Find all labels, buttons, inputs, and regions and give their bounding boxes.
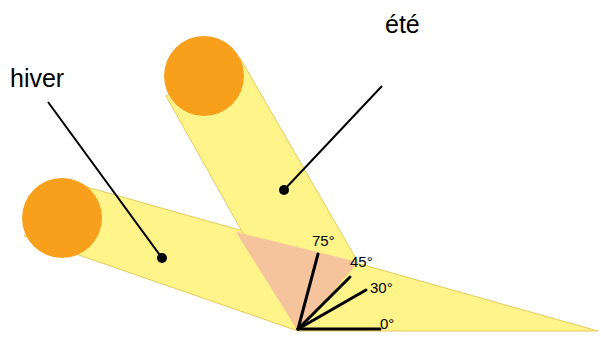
angle-label: 30° bbox=[370, 280, 393, 295]
season-label: été bbox=[385, 12, 420, 37]
angle-label: 0° bbox=[380, 316, 394, 331]
overlap-area bbox=[236, 232, 358, 331]
leader-line bbox=[48, 102, 162, 258]
leader-dot bbox=[279, 185, 289, 195]
winter-sun bbox=[22, 178, 102, 258]
summer-sun bbox=[164, 36, 244, 116]
angle-label: 75° bbox=[312, 233, 335, 248]
season-label: hiver bbox=[10, 66, 64, 91]
angle-label: 45° bbox=[350, 254, 373, 269]
leader-line bbox=[284, 86, 382, 190]
leader-dot bbox=[157, 253, 167, 263]
angle-rays bbox=[298, 254, 380, 329]
